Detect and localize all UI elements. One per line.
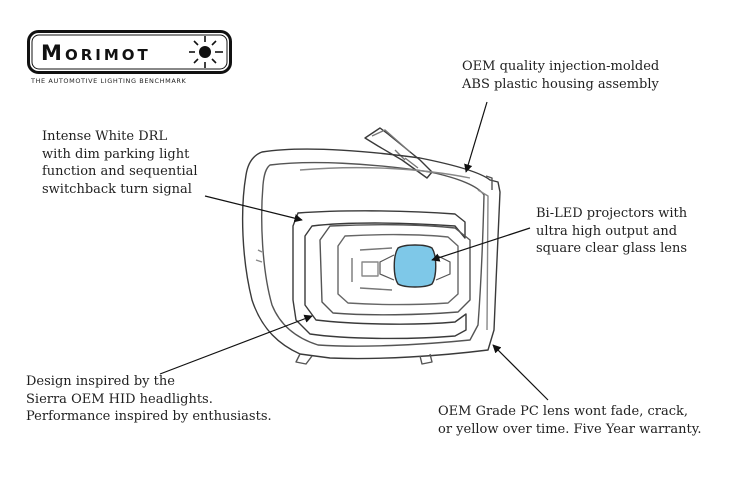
callout-design-line-3: Performance inspired by enthusiasts. — [26, 409, 272, 424]
arrow-projectors — [431, 227, 531, 262]
callout-drl-line-4: switchback turn signal — [42, 181, 192, 197]
callout-housing: OEM quality injection-molded ABS plastic… — [462, 58, 659, 93]
callout-projectors-line-2: ultra high output and — [536, 223, 678, 239]
svg-text:ORIMOT: ORIMOT — [65, 46, 151, 64]
sun-icon — [189, 36, 223, 68]
callout-drl: Intense White DRL with dim parking light… — [42, 128, 198, 198]
callout-drl-line-1: Intense White DRL — [42, 129, 168, 144]
callout-lens: OEM Grade PC lens wont fade, crack, or y… — [438, 403, 702, 438]
callout-drl-line-3: function and sequential — [42, 164, 198, 179]
callout-arrows — [159, 101, 549, 401]
arrow-housing — [464, 101, 488, 173]
projector-lens-icon — [379, 244, 451, 288]
callout-design: Design inspired by the Sierra OEM HID he… — [26, 373, 272, 426]
headlight-housing — [241, 127, 501, 365]
arrow-lens — [492, 344, 549, 401]
callout-design-line-2: Sierra OEM HID headlights. — [26, 391, 213, 407]
morimoto-logo: M ORIMOT — [27, 30, 232, 74]
arrow-drl — [204, 195, 303, 223]
callout-design-line-1: Design inspired by the — [26, 374, 175, 389]
callout-lens-line-1: OEM Grade PC lens wont fade, crack, — [438, 404, 689, 419]
callout-housing-line-1: OEM quality injection-molded — [462, 59, 660, 74]
callout-projectors-line-3: square clear glass lens — [536, 241, 687, 256]
callout-projectors-line-1: Bi-LED projectors with — [536, 206, 688, 221]
callout-lens-line-2: or yellow over time. Five Year warranty. — [438, 421, 702, 437]
callout-drl-line-2: with dim parking light — [42, 146, 190, 162]
callout-projectors: Bi-LED projectors with ultra high output… — [536, 205, 687, 258]
arrow-design — [159, 314, 313, 375]
callout-housing-line-2: ABS plastic housing assembly — [462, 76, 659, 92]
logo-tagline: The Automotive Lighting Benchmark — [31, 77, 187, 85]
svg-text:M: M — [41, 41, 65, 65]
